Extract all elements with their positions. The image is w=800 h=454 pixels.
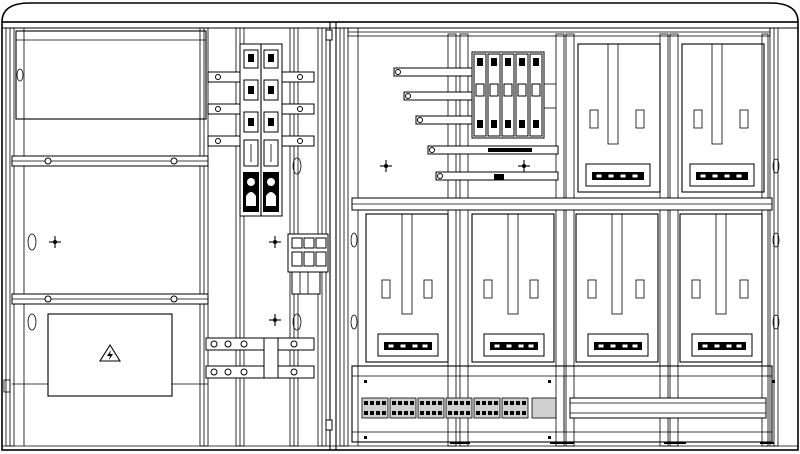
meter-bay-top-1 [577,43,661,193]
meter-bay-bottom-1 [365,213,449,363]
meter-bay-bottom-2 [471,213,555,363]
distribution-bars [393,67,559,181]
top-cover-plate [15,30,207,120]
right-section [339,27,780,447]
mounting-rail-upper [11,155,209,167]
fuse-switch-disconnector [239,43,283,217]
high-voltage-warning-icon [99,343,121,362]
neutral-busbar-assembly [205,337,315,379]
din-rail-empty [569,397,767,419]
footer-marks [450,442,774,444]
terminal-contact-block [287,233,329,295]
crosshair-mark-icon [380,160,392,172]
meter-bay-top-2 [681,43,765,193]
crosshair-mark-icon [49,236,61,248]
crosshair-mark-icon [269,236,281,248]
terminal-block-row [361,397,557,419]
crosshair-mark-icon [518,160,530,172]
circuit-breaker-row [471,51,545,139]
meter-bay-bottom-3 [575,213,659,363]
left-section [3,27,329,447]
mounting-rail-lower [11,293,209,305]
meter-bay-bottom-4 [679,213,763,363]
warning-label-plate [47,313,173,397]
crosshair-mark-icon [269,314,281,326]
